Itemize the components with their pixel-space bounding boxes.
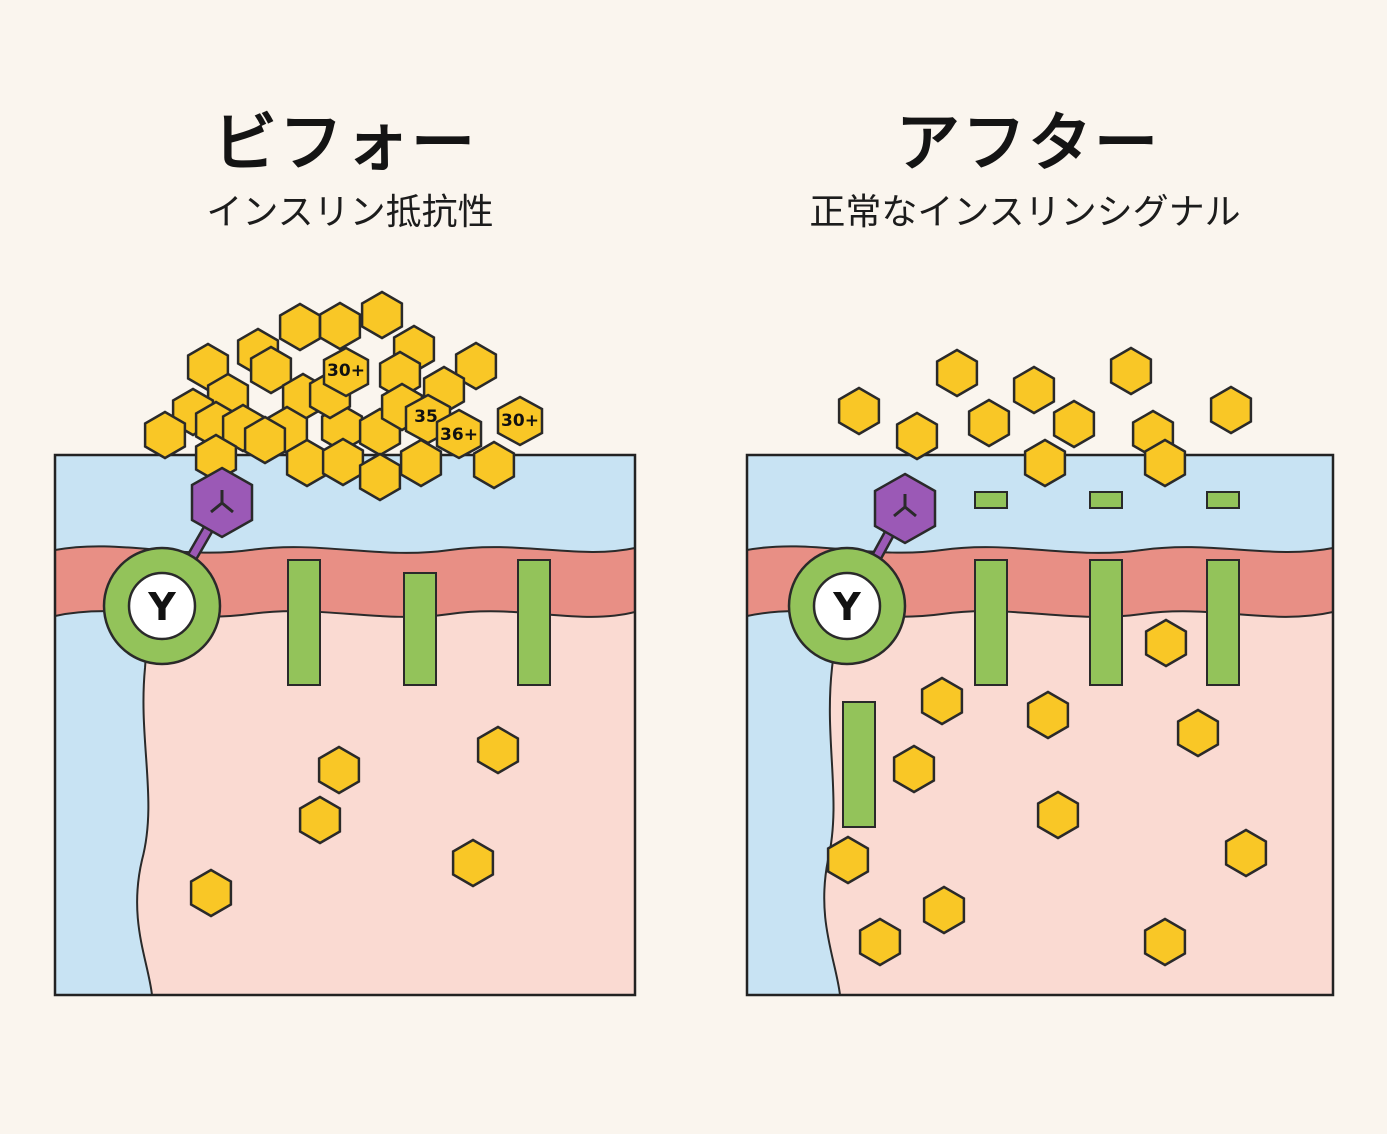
glucose-molecule [1026,690,1070,740]
glut4-transporter [287,559,321,686]
before-panel [55,455,635,995]
glucose-molecule [1023,438,1067,488]
after-title: アフター [896,107,1160,181]
glucose-molecule [1176,708,1220,758]
after-subtitle: 正常なインスリンシグナル [809,192,1241,233]
glucose-badges: 30+ 35 36+ 30+ [322,346,544,460]
glucose-molecule [1143,917,1187,967]
glut4-transporter [517,559,551,686]
glucose-molecule [967,398,1011,448]
glut4-transporter [1206,559,1240,686]
badge-label: 35 [414,407,438,427]
glut4-transporter [974,559,1008,686]
badge-label: 36+ [440,425,478,445]
glucose-molecule [317,745,361,795]
glucose-molecule [399,438,443,488]
glucose-molecule [1209,385,1253,435]
glucose-molecule [476,725,520,775]
glucose-badge [496,395,544,447]
glucose-badge [322,346,370,398]
glucose-molecule [321,437,365,487]
glucose-molecule [920,676,964,726]
glucose-molecule [1036,790,1080,840]
glucose-molecule [298,795,342,845]
receptor-core [812,571,882,641]
glucose-molecule [189,868,233,918]
receptor-core [127,571,197,641]
glucose-molecule [1109,346,1153,396]
glucose-molecule [243,415,287,465]
glucose-badge [435,408,483,460]
badge-label: 30+ [327,361,365,381]
badge-label: 30+ [501,411,539,431]
glucose-molecule [318,301,362,351]
insulin-y-icon [893,494,917,518]
glucose-molecule [1143,438,1187,488]
glucose-molecule [1012,365,1056,415]
glucose-molecule [358,452,402,502]
glucose-molecule [1224,828,1268,878]
glucose-molecule [837,386,881,436]
glucose-molecule [922,885,966,935]
glucose-molecule [360,290,404,340]
intracellular-glucose [189,725,520,918]
glut4-transporter [1089,559,1123,686]
glucose-molecule [249,345,293,395]
glucose-molecule [895,411,939,461]
glucose-molecule [858,917,902,967]
glucose-molecule [278,302,322,352]
glut4-vesicle [1089,491,1123,509]
receptor-label: Y [147,585,176,629]
glucose-molecules [826,346,1268,967]
glucose-molecule [451,838,495,888]
glut4-transporter [403,572,437,686]
before-subtitle: インスリン抵抗性 [206,192,494,233]
glucose-molecule [935,348,979,398]
insulin-y-icon [210,490,234,514]
glucose-molecule [826,835,870,885]
receptor-label: Y [832,585,861,629]
glut4-vesicle [974,491,1008,509]
glucose-molecule [472,440,516,490]
glut4-transporter [842,701,876,828]
glucose-molecule [143,410,187,460]
glucose-molecule [1144,618,1188,668]
glucose-molecule [1052,399,1096,449]
glucose-molecule [892,744,936,794]
glucose-molecule [454,341,498,391]
glucose-molecule [285,438,329,488]
before-title: ビフォー [213,107,477,181]
glut4-vesicle [1206,491,1240,509]
